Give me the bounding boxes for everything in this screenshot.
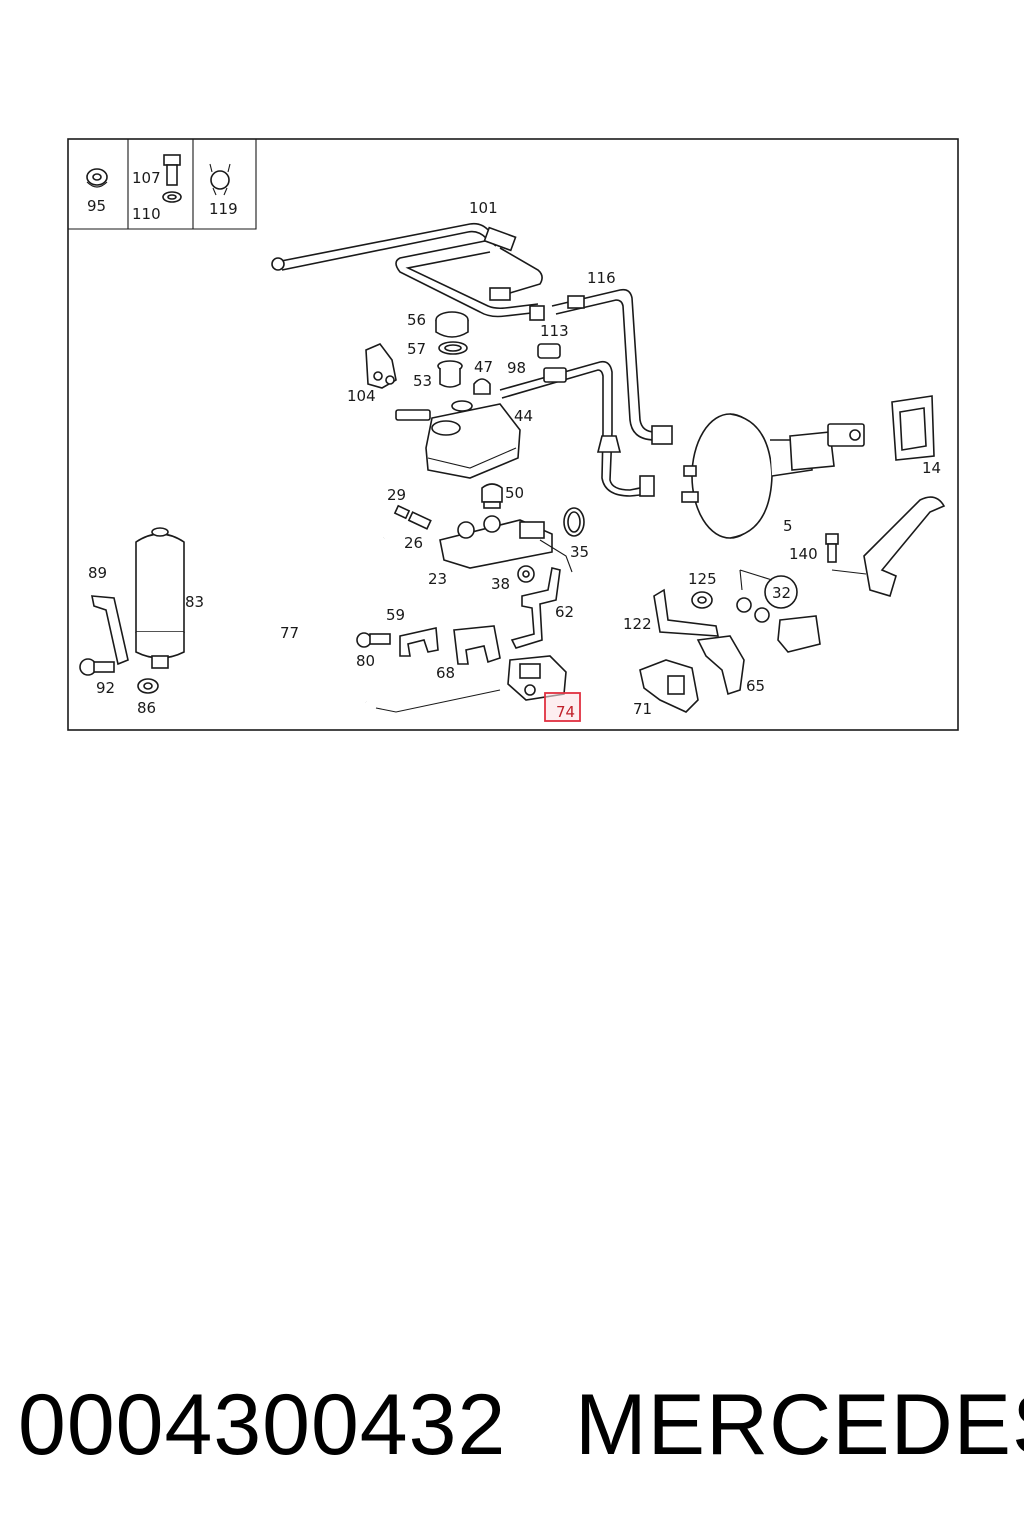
brake-line-116 <box>529 288 673 445</box>
callout-56: 56 <box>407 311 426 329</box>
bracket-122 <box>653 588 719 637</box>
callout-140: 140 <box>789 545 818 563</box>
callout-71: 71 <box>633 700 652 718</box>
hose-clip-icon <box>209 163 231 196</box>
callout-83: 83 <box>185 593 204 611</box>
callout-101: 101 <box>469 199 498 217</box>
plug-50 <box>481 483 503 509</box>
bracket-62 <box>510 567 561 649</box>
bracket-104 <box>365 343 397 389</box>
nut-86 <box>137 678 159 694</box>
hose-77 <box>310 536 501 713</box>
legend-box: 95 107 110 119 <box>68 139 257 230</box>
o-ring-35 <box>563 507 585 537</box>
callout-23: 23 <box>428 570 447 588</box>
callout-5: 5 <box>783 517 793 535</box>
cap-47 <box>473 378 491 395</box>
clamp-59 <box>399 627 439 657</box>
callout-89: 89 <box>88 564 107 582</box>
bracket-65 <box>696 635 745 696</box>
callout-14: 14 <box>922 459 941 477</box>
fluid-reservoir <box>395 400 521 479</box>
parts-diagram: 95 107 110 119 101 116 <box>0 0 1024 760</box>
callout-113: 113 <box>540 322 569 340</box>
callout-35: 35 <box>570 543 589 561</box>
grommet-icon <box>86 168 108 188</box>
bushing-68 <box>453 625 501 665</box>
callout-47: 47 <box>474 358 493 376</box>
callout-74: 74 <box>556 703 575 721</box>
callout-122: 122 <box>623 615 652 633</box>
bolt-92 <box>79 658 115 676</box>
bracket-140 <box>825 496 946 597</box>
legend-label-119: 119 <box>209 200 238 218</box>
nut-125 <box>691 591 713 609</box>
callout-77: 77 <box>280 624 299 642</box>
footer: 0004300432 MERCEDES <box>0 1370 1024 1480</box>
banjo-bolt-icon <box>162 154 182 203</box>
legend-label-110: 110 <box>132 205 161 223</box>
callout-86: 86 <box>137 699 156 717</box>
brand-name: MERCEDES <box>575 1377 1024 1473</box>
legend-label-95: 95 <box>87 197 106 215</box>
diagram-frame <box>67 138 959 731</box>
master-cylinder <box>439 515 573 573</box>
reservoir-cap <box>435 311 469 338</box>
highlighted-callout-74[interactable]: 74 <box>544 692 581 722</box>
callout-50: 50 <box>505 484 524 502</box>
callout-53: 53 <box>413 372 432 390</box>
brake-line-101 <box>271 222 543 318</box>
reservoir-seal <box>438 341 468 355</box>
callout-44: 44 <box>514 407 533 425</box>
valve-unit-74 <box>507 655 567 701</box>
mount-71 <box>639 659 699 713</box>
sleeve-113 <box>537 343 561 359</box>
legend-label-107: 107 <box>132 169 161 187</box>
sensor-32 <box>736 569 821 653</box>
exploded-view-drawing: 95 107 110 119 101 116 <box>67 138 959 731</box>
callout-26: 26 <box>404 534 423 552</box>
callout-80: 80 <box>356 652 375 670</box>
gasket-14 <box>891 395 935 461</box>
bolt-80 <box>356 632 391 648</box>
accumulator-83 <box>91 527 185 669</box>
callout-29: 29 <box>387 486 406 504</box>
brake-booster <box>681 413 865 539</box>
callout-38: 38 <box>491 575 510 593</box>
part-number: 0004300432 <box>18 1377 507 1473</box>
callout-116: 116 <box>587 269 616 287</box>
callout-104: 104 <box>347 387 376 405</box>
callout-98: 98 <box>507 359 526 377</box>
callout-68: 68 <box>436 664 455 682</box>
nut-38 <box>517 565 535 583</box>
screw-29 <box>393 504 432 530</box>
callout-57: 57 <box>407 340 426 358</box>
brake-line-98 <box>499 360 655 497</box>
reservoir-filter <box>437 360 463 388</box>
callout-65: 65 <box>746 677 765 695</box>
callout-92: 92 <box>96 679 115 697</box>
callout-62: 62 <box>555 603 574 621</box>
callout-125: 125 <box>688 570 717 588</box>
callout-59: 59 <box>386 606 405 624</box>
callout-32: 32 <box>772 584 791 602</box>
